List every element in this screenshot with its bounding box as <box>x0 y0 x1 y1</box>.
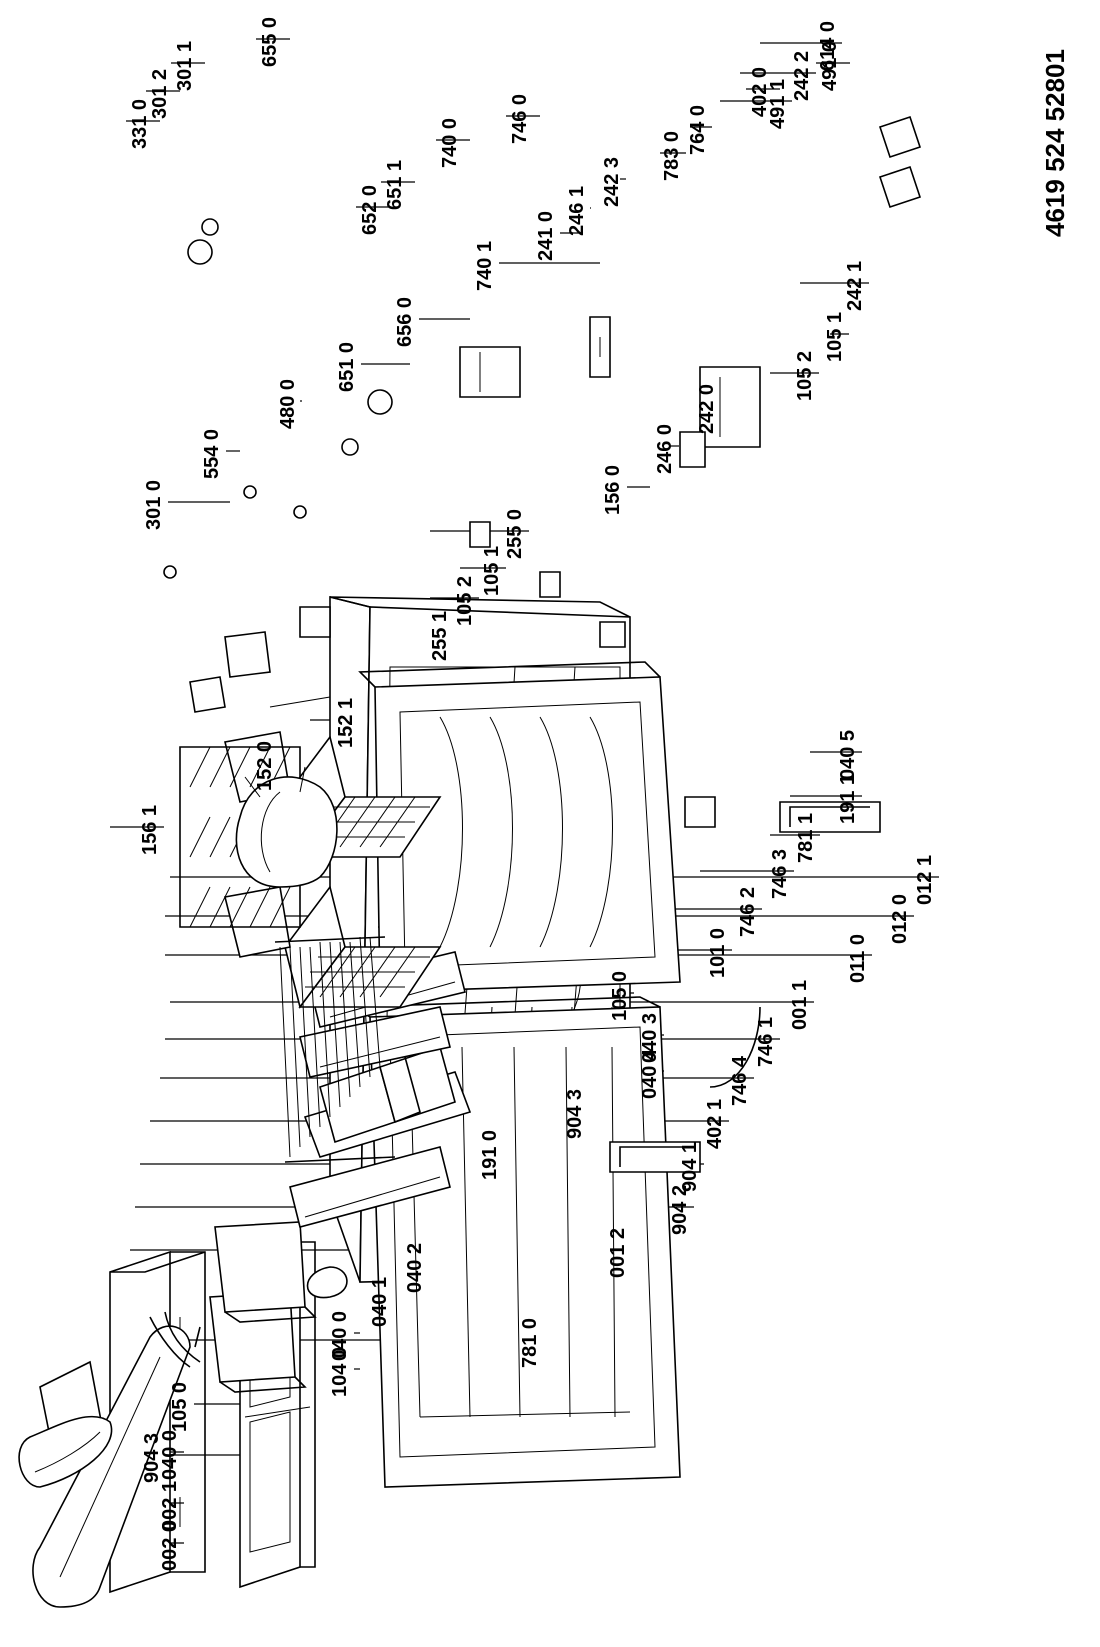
part-label-7401: 740 1 <box>474 240 496 291</box>
document-number: 4619 524 52801 <box>1040 49 1070 237</box>
part-label-1560: 156 0 <box>602 464 624 515</box>
stop-pins <box>469 521 626 648</box>
lower-door-gasket <box>779 801 881 833</box>
part-label-2550: 255 0 <box>504 508 526 559</box>
part-label-1561: 156 1 <box>139 804 161 855</box>
basket-handle-upper <box>224 886 291 958</box>
part-label-1010: 101 0 <box>707 927 729 978</box>
part-label-5540: 554 0 <box>201 428 223 479</box>
part-label-0403: 040 3 <box>639 1012 661 1063</box>
cabinet-side-trim <box>679 431 716 828</box>
part-label-7811: 781 1 <box>795 812 817 863</box>
part-label-7830: 783 0 <box>661 130 683 181</box>
part-label-9043: 904 3 <box>564 1088 586 1139</box>
small-hardware <box>163 218 393 579</box>
freezer-basket-upper <box>284 885 442 1009</box>
part-label-1052: 105 2 <box>794 350 816 401</box>
part-label-0021: 002 1 <box>159 1480 181 1531</box>
door-handle-strip <box>709 1006 761 1088</box>
part-label-0400: 040 0 <box>329 1310 351 1361</box>
door-bin-lower <box>214 1221 317 1323</box>
relay-and-overload <box>189 631 331 713</box>
part-label-6520: 652 0 <box>359 184 381 235</box>
part-label-6560: 656 0 <box>394 296 416 347</box>
foot <box>589 316 611 378</box>
part-label-7464: 746 4 <box>729 1055 751 1106</box>
part-label-1051: 105 1 <box>481 545 503 596</box>
part-label-4911: 491 1 <box>767 78 789 129</box>
part-label-0012: 001 2 <box>607 1227 629 1278</box>
part-label-7462: 746 2 <box>737 886 759 937</box>
fan-cover <box>18 1415 113 1488</box>
part-label-4021: 402 1 <box>704 1098 726 1149</box>
part-label-1051: 105 1 <box>824 311 846 362</box>
part-label-7400: 740 0 <box>439 117 461 168</box>
part-label-0401: 040 1 <box>369 1276 391 1327</box>
lower-hinge-parts <box>878 115 922 209</box>
part-label-1052: 105 2 <box>454 575 476 626</box>
part-label-7463: 746 3 <box>769 848 791 899</box>
part-label-7810: 781 0 <box>519 1317 541 1368</box>
part-label-6510: 651 0 <box>336 341 358 392</box>
part-label-1520: 152 0 <box>254 740 276 791</box>
part-label-6511: 651 1 <box>384 159 406 210</box>
lamp-cover <box>306 1266 348 1299</box>
upper-door-gasket <box>609 1141 701 1173</box>
part-label-0405: 040 5 <box>837 729 859 780</box>
compressor <box>235 766 338 888</box>
part-label-1521: 152 1 <box>335 697 357 748</box>
part-label-3310: 331 0 <box>129 98 151 149</box>
door-hinge-bracket <box>459 346 521 398</box>
part-label-1050: 105 0 <box>169 1381 191 1432</box>
part-label-1911: 191 1 <box>837 773 859 824</box>
part-label-0402: 040 2 <box>404 1242 426 1293</box>
part-label-2551: 255 1 <box>429 610 451 661</box>
part-label-6550: 655 0 <box>259 16 281 67</box>
part-label-7640: 764 0 <box>687 104 709 155</box>
part-label-2410: 241 0 <box>535 210 557 261</box>
part-label-1910: 191 0 <box>479 1129 501 1180</box>
part-label-2423: 242 3 <box>601 156 623 207</box>
part-label-2461: 246 1 <box>566 185 588 236</box>
wiring-harness <box>149 1311 201 1368</box>
glass-shelf <box>289 1146 451 1228</box>
part-label-4020: 402 0 <box>749 66 771 117</box>
part-label-0011: 001 1 <box>789 979 811 1030</box>
part-label-3012: 301 2 <box>149 68 171 119</box>
part-label-7460: 746 0 <box>509 93 531 144</box>
part-label-9043: 904 3 <box>141 1432 163 1483</box>
part-label-2421: 242 1 <box>844 260 866 311</box>
part-label-9041: 904 1 <box>679 1141 701 1192</box>
part-label-0120: 012 0 <box>889 893 911 944</box>
evaporator <box>274 936 396 1163</box>
part-label-1050: 105 0 <box>609 970 631 1021</box>
part-label-3010: 301 0 <box>143 479 165 530</box>
part-label-0121: 012 1 <box>914 854 936 905</box>
part-label-3011: 301 1 <box>174 40 196 91</box>
part-label-7461: 746 1 <box>755 1016 777 1067</box>
part-label-2420: 242 0 <box>696 383 718 434</box>
part-label-2422: 242 2 <box>791 50 813 101</box>
part-label-4800: 480 0 <box>277 378 299 429</box>
part-label-9042: 904 2 <box>669 1184 691 1235</box>
part-label-4910: 491 0 <box>819 40 841 91</box>
part-label-0110: 011 0 <box>847 934 869 983</box>
part-label-0400: 040 0 <box>159 1429 181 1480</box>
part-label-2460: 246 0 <box>654 423 676 474</box>
mounting-clip <box>299 606 331 638</box>
lower-hinge <box>699 366 761 448</box>
